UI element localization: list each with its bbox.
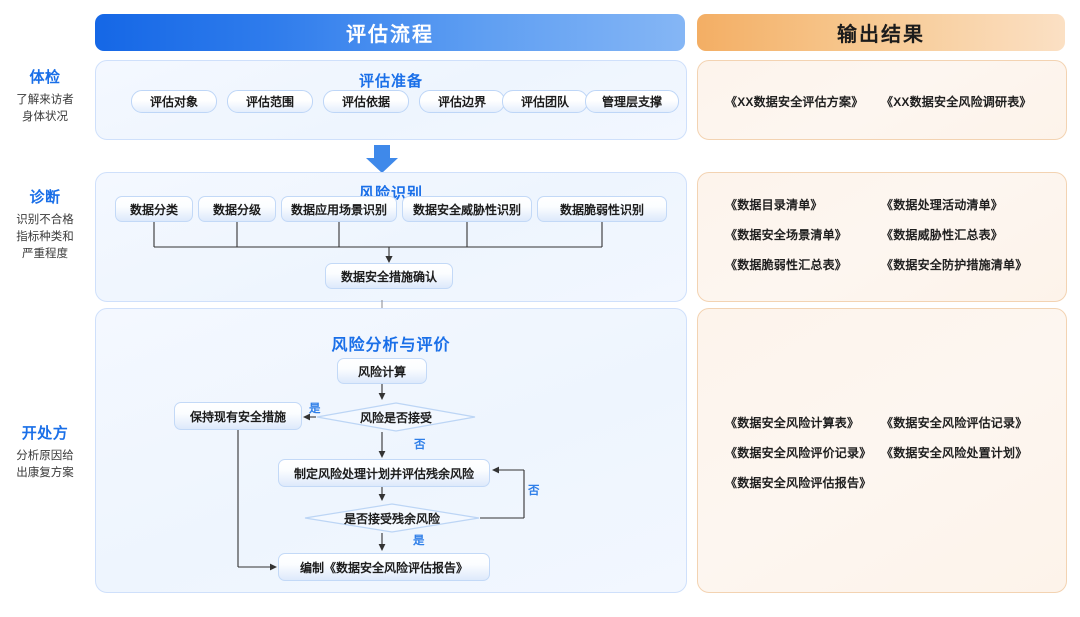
output-panel-preparation xyxy=(697,60,1067,140)
node-treatment-plan[interactable]: 制定风险处理计划并评估残余风险 xyxy=(278,459,490,487)
stage-desc: 识别不合格指标种类和严重程度 xyxy=(16,214,74,260)
output-doc: 《数据安全风险评价记录》 xyxy=(725,446,872,460)
output-doc: 《XX数据安全风险调研表》 xyxy=(881,95,1032,109)
diamond-shape xyxy=(304,503,480,533)
output-doc: 《数据威胁性汇总表》 xyxy=(881,228,1004,242)
output-panel-identification xyxy=(697,172,1067,302)
output-doc: 《数据安全防护措施清单》 xyxy=(881,258,1028,272)
output-doc: 《数据脆弱性汇总表》 xyxy=(725,258,848,272)
panel-title-risk-analysis: 风险分析与评价 xyxy=(331,337,451,354)
node-security-measure-confirmation[interactable]: 数据安全措施确认 xyxy=(325,263,453,289)
stage-title: 体检 xyxy=(29,69,61,86)
pill-management-support[interactable]: 管理层支撑 xyxy=(585,90,679,113)
process-header-banner: 评估流程 xyxy=(95,14,685,51)
pill-assessment-team[interactable]: 评估团队 xyxy=(502,90,588,113)
decision-residual-risk-acceptable[interactable]: 是否接受残余风险 xyxy=(304,503,480,533)
node-compile-report[interactable]: 编制《数据安全风险评估报告》 xyxy=(278,553,490,581)
node-data-threat-identification[interactable]: 数据安全威胁性识别 xyxy=(402,196,532,222)
edge-label-residual-yes: 是 xyxy=(413,535,425,547)
diamond-shape xyxy=(316,402,476,432)
output-doc: 《数据安全风险评估报告》 xyxy=(725,476,872,490)
edge-label-accept-yes: 是 xyxy=(309,403,321,415)
node-data-vulnerability-identification[interactable]: 数据脆弱性识别 xyxy=(537,196,667,222)
pill-assessment-boundary[interactable]: 评估边界 xyxy=(419,90,505,113)
stage-label-diagnosis: 诊断 识别不合格指标种类和严重程度 xyxy=(2,188,88,262)
stage-desc: 了解来访者身体状况 xyxy=(16,94,74,123)
node-keep-existing-measures[interactable]: 保持现有安全措施 xyxy=(174,402,302,430)
output-doc: 《数据处理活动清单》 xyxy=(881,198,1004,212)
output-header-title: 输出结果 xyxy=(837,24,925,46)
node-data-classification[interactable]: 数据分类 xyxy=(115,196,193,222)
pill-assessment-object[interactable]: 评估对象 xyxy=(131,90,217,113)
panel-title-preparation: 评估准备 xyxy=(358,73,423,90)
decision-risk-acceptable[interactable]: 风险是否接受 xyxy=(316,402,476,432)
output-doc: 《数据目录清单》 xyxy=(725,198,823,212)
output-doc: 《数据安全风险计算表》 xyxy=(725,416,860,430)
edge-label-accept-no: 否 xyxy=(414,439,426,451)
panel-risk-analysis: 风险分析与评价 xyxy=(95,308,687,593)
pill-assessment-scope[interactable]: 评估范围 xyxy=(227,90,313,113)
node-risk-calculation[interactable]: 风险计算 xyxy=(337,358,427,384)
output-header-banner: 输出结果 xyxy=(697,14,1065,51)
stage-label-prescription: 开处方 分析原因给出康复方案 xyxy=(2,424,88,482)
pill-assessment-basis[interactable]: 评估依据 xyxy=(323,90,409,113)
output-doc: 《数据安全风险评估记录》 xyxy=(881,416,1028,430)
output-doc: 《数据安全场景清单》 xyxy=(725,228,848,242)
decision-residual-risk-label: 是否接受残余风险 xyxy=(343,511,440,526)
stage-title: 诊断 xyxy=(29,189,61,206)
node-data-scenario-identification[interactable]: 数据应用场景识别 xyxy=(281,196,397,222)
node-data-grading[interactable]: 数据分级 xyxy=(198,196,276,222)
output-doc: 《数据安全风险处置计划》 xyxy=(881,446,1028,460)
stage-title: 开处方 xyxy=(21,425,69,442)
stage-desc: 分析原因给出康复方案 xyxy=(16,450,74,479)
decision-risk-acceptable-label: 风险是否接受 xyxy=(359,410,432,425)
stage-label-checkup: 体检 了解来访者身体状况 xyxy=(2,68,88,126)
output-panel-analysis xyxy=(697,308,1067,593)
output-doc: 《XX数据安全评估方案》 xyxy=(725,95,864,109)
process-header-title: 评估流程 xyxy=(346,24,434,46)
edge-label-residual-no: 否 xyxy=(528,485,540,497)
